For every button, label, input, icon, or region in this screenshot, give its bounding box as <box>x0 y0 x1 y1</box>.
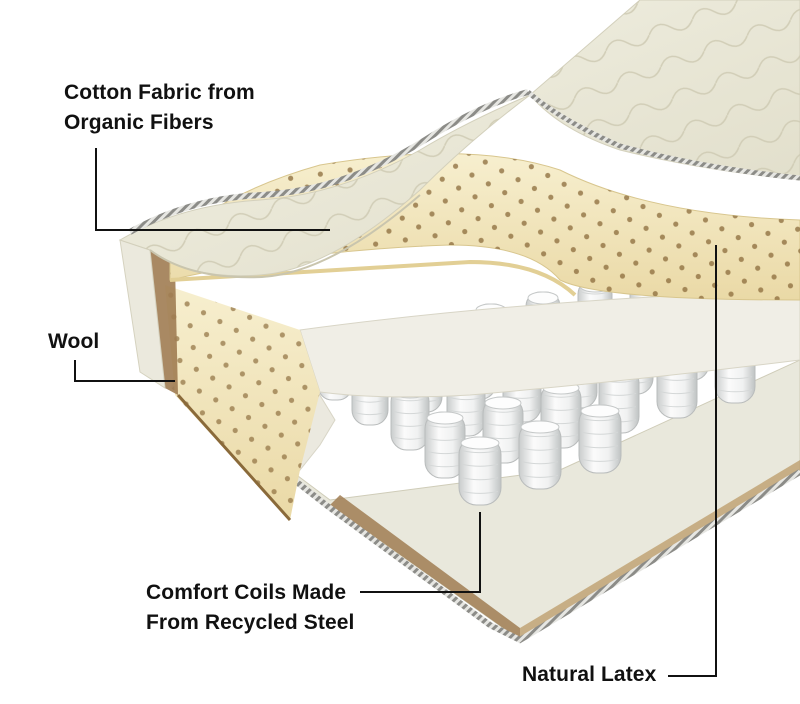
label-wool-line-1: Wool <box>48 330 100 353</box>
pocket-coil <box>578 404 622 474</box>
pocket-coil <box>424 411 466 479</box>
leader-lines <box>74 148 717 677</box>
label-cotton-fabric-line-1: Cotton Fabric from <box>64 81 255 104</box>
leader-line-coils <box>360 512 481 593</box>
latex-side-block <box>119 239 320 522</box>
label-natural-latex-line-1: Natural Latex <box>522 663 657 686</box>
leader-line-latex <box>668 245 717 677</box>
label-comfort-coils-line-1: Comfort Coils Made <box>146 581 347 604</box>
leader-line-wool <box>74 360 175 382</box>
label-comfort-coils-line-2: From Recycled Steel <box>146 611 355 634</box>
label-wool: Wool <box>48 327 99 357</box>
cotton-fabric-layer <box>118 0 800 279</box>
label-natural-latex: Natural Latex <box>522 660 656 690</box>
label-cotton-fabric: Cotton Fabric from Organic Fibers <box>64 78 255 138</box>
pocket-coil <box>458 436 502 506</box>
pocket-coil <box>518 420 562 490</box>
leader-line-cotton <box>95 148 330 231</box>
label-cotton-fabric-line-2: Organic Fibers <box>64 111 214 134</box>
label-comfort-coils: Comfort Coils Made From Recycled Steel <box>146 578 355 638</box>
